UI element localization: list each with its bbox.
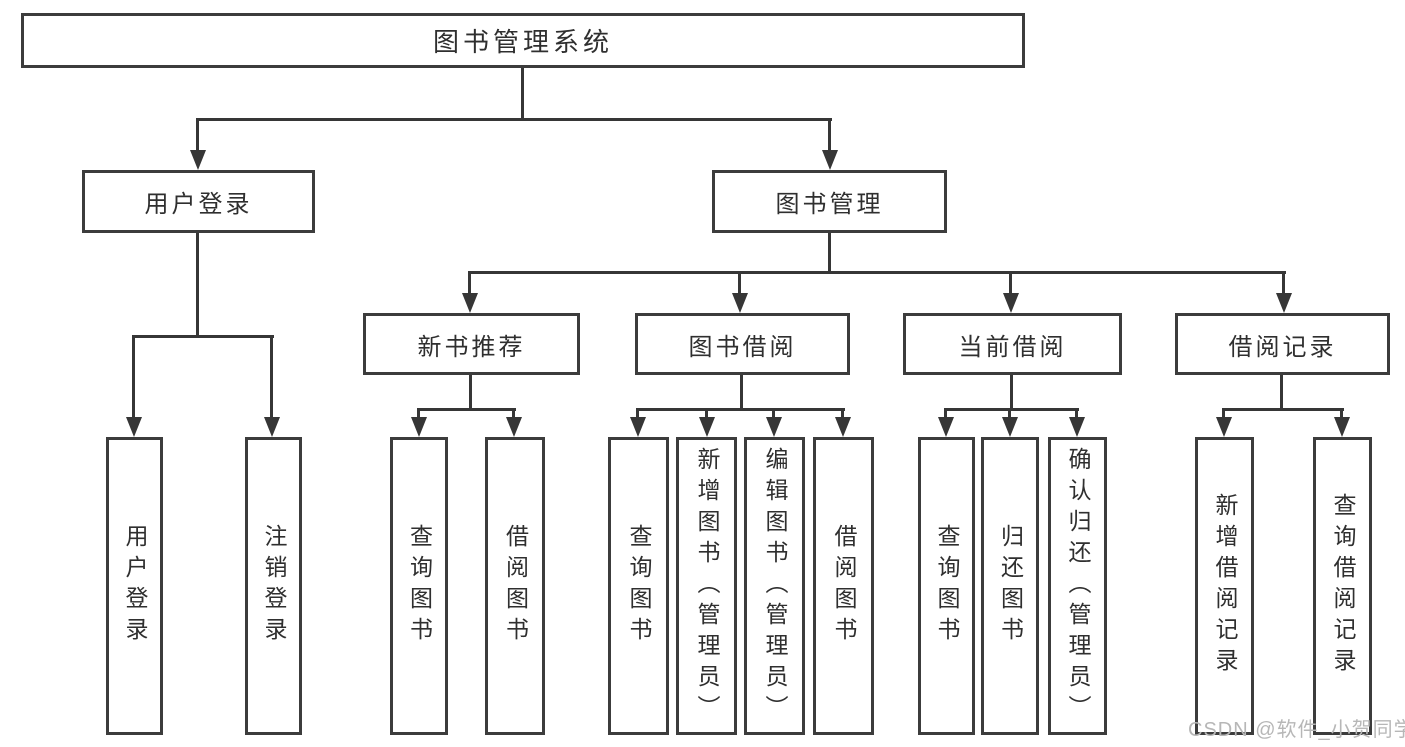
leaf-borrow-books-borrow: 借阅图书 — [813, 437, 874, 735]
leaf-add-book-admin: 新增图书（管理员） — [676, 437, 737, 735]
arrow-down-icon — [190, 150, 206, 170]
leaf-query-borrow-record-label: 查询借阅记录 — [1330, 493, 1356, 679]
connector-current-drop-2 — [1008, 408, 1011, 421]
connector-recommend-rail — [417, 408, 516, 411]
leaf-borrow-books-borrow-label: 借阅图书 — [831, 524, 857, 648]
arrow-down-icon — [1334, 417, 1350, 437]
connector-mgmt-stem — [828, 233, 831, 271]
connector-recommend-stem — [469, 375, 472, 408]
node-current-borrow-label: 当前借阅 — [958, 333, 1067, 361]
connector-records-rail — [1222, 408, 1344, 411]
connector-borrow-rail — [636, 408, 845, 411]
node-new-book-recommend-label: 新书推荐 — [417, 333, 526, 361]
node-new-book-recommend: 新书推荐 — [363, 313, 580, 375]
leaf-borrow-books-recommend: 借阅图书 — [485, 437, 545, 735]
connector-mgmt-drop-3 — [1009, 271, 1012, 297]
leaf-query-books-recommend: 查询图书 — [390, 437, 448, 735]
connector-root-stem — [521, 68, 524, 120]
connector-login-stem — [196, 233, 199, 335]
leaf-query-books-borrow: 查询图书 — [608, 437, 669, 735]
connector-current-stem — [1010, 375, 1013, 408]
connector-mgmt-drop-2 — [738, 271, 741, 297]
node-user-login-label: 用户登录 — [144, 191, 253, 218]
node-book-borrow-label: 图书借阅 — [688, 333, 797, 361]
leaf-query-books-borrow-label: 查询图书 — [626, 524, 652, 648]
leaf-user-login: 用户登录 — [106, 437, 163, 735]
connector-records-drop-2 — [1340, 408, 1343, 421]
leaf-add-book-admin-label: 新增图书（管理员） — [694, 446, 720, 726]
arrow-down-icon — [938, 417, 954, 437]
connector-borrow-drop-2 — [705, 408, 708, 421]
connector-borrow-stem — [740, 375, 743, 408]
connector-current-rail — [944, 408, 1079, 411]
arrow-down-icon — [732, 293, 748, 313]
arrow-down-icon — [766, 417, 782, 437]
arrow-down-icon — [1216, 417, 1232, 437]
arrow-down-icon — [1276, 293, 1292, 313]
leaf-query-borrow-record: 查询借阅记录 — [1313, 437, 1372, 735]
arrow-down-icon — [835, 417, 851, 437]
connector-login-drop-2 — [270, 335, 273, 421]
leaf-logout-label: 注销登录 — [261, 524, 287, 648]
leaf-return-book-label: 归还图书 — [997, 524, 1024, 648]
csdn-watermark: CSDN @软件_小贺同学 — [1188, 719, 1405, 741]
node-book-management-label: 图书管理 — [775, 191, 884, 218]
connector-login-drop-1 — [132, 335, 135, 421]
arrow-down-icon — [630, 417, 646, 437]
arrow-down-icon — [699, 417, 715, 437]
connector-root-drop-right — [828, 118, 831, 154]
arrow-down-icon — [264, 417, 280, 437]
connector-current-drop-3 — [1075, 408, 1078, 421]
leaf-logout: 注销登录 — [245, 437, 302, 735]
node-borrow-records: 借阅记录 — [1175, 313, 1390, 375]
connector-records-drop-1 — [1222, 408, 1225, 421]
leaf-return-book: 归还图书 — [981, 437, 1039, 735]
connector-mgmt-rail — [468, 271, 1286, 274]
connector-root-drop-left — [196, 118, 199, 154]
node-root-label: 图书管理系统 — [432, 27, 613, 57]
node-user-login: 用户登录 — [82, 170, 315, 233]
connector-borrow-drop-4 — [841, 408, 844, 421]
arrow-down-icon — [1002, 417, 1018, 437]
arrow-down-icon — [506, 417, 522, 437]
leaf-user-login-label: 用户登录 — [122, 524, 148, 648]
connector-login-rail — [132, 335, 274, 338]
node-borrow-records-label: 借阅记录 — [1228, 333, 1337, 361]
arrow-down-icon — [1069, 417, 1085, 437]
arrow-down-icon — [1003, 293, 1019, 313]
node-book-management: 图书管理 — [712, 170, 947, 233]
connector-current-drop-1 — [944, 408, 947, 421]
leaf-query-books-recommend-label: 查询图书 — [406, 524, 433, 648]
leaf-add-borrow-record-label: 新增借阅记录 — [1212, 493, 1238, 679]
node-root: 图书管理系统 — [21, 13, 1025, 68]
leaf-query-books-current-label: 查询图书 — [934, 524, 960, 648]
node-current-borrow: 当前借阅 — [903, 313, 1122, 375]
connector-records-stem — [1280, 375, 1283, 408]
connector-mgmt-drop-1 — [468, 271, 471, 297]
connector-recommend-drop-2 — [512, 408, 515, 421]
arrow-down-icon — [411, 417, 427, 437]
connector-borrow-drop-3 — [772, 408, 775, 421]
leaf-edit-book-admin-label: 编辑图书（管理员） — [762, 446, 788, 726]
connector-mgmt-drop-4 — [1282, 271, 1285, 297]
leaf-edit-book-admin: 编辑图书（管理员） — [744, 437, 805, 735]
connector-recommend-drop-1 — [417, 408, 420, 421]
arrow-down-icon — [126, 417, 142, 437]
leaf-confirm-return-admin-label: 确认归还（管理员） — [1065, 446, 1091, 726]
leaf-confirm-return-admin: 确认归还（管理员） — [1048, 437, 1107, 735]
connector-borrow-drop-1 — [636, 408, 639, 421]
leaf-add-borrow-record: 新增借阅记录 — [1195, 437, 1254, 735]
leaf-borrow-books-recommend-label: 借阅图书 — [502, 524, 529, 648]
connector-root-rail — [196, 118, 832, 121]
leaf-query-books-current: 查询图书 — [918, 437, 975, 735]
node-book-borrow: 图书借阅 — [635, 313, 850, 375]
arrow-down-icon — [462, 293, 478, 313]
arrow-down-icon — [822, 150, 838, 170]
